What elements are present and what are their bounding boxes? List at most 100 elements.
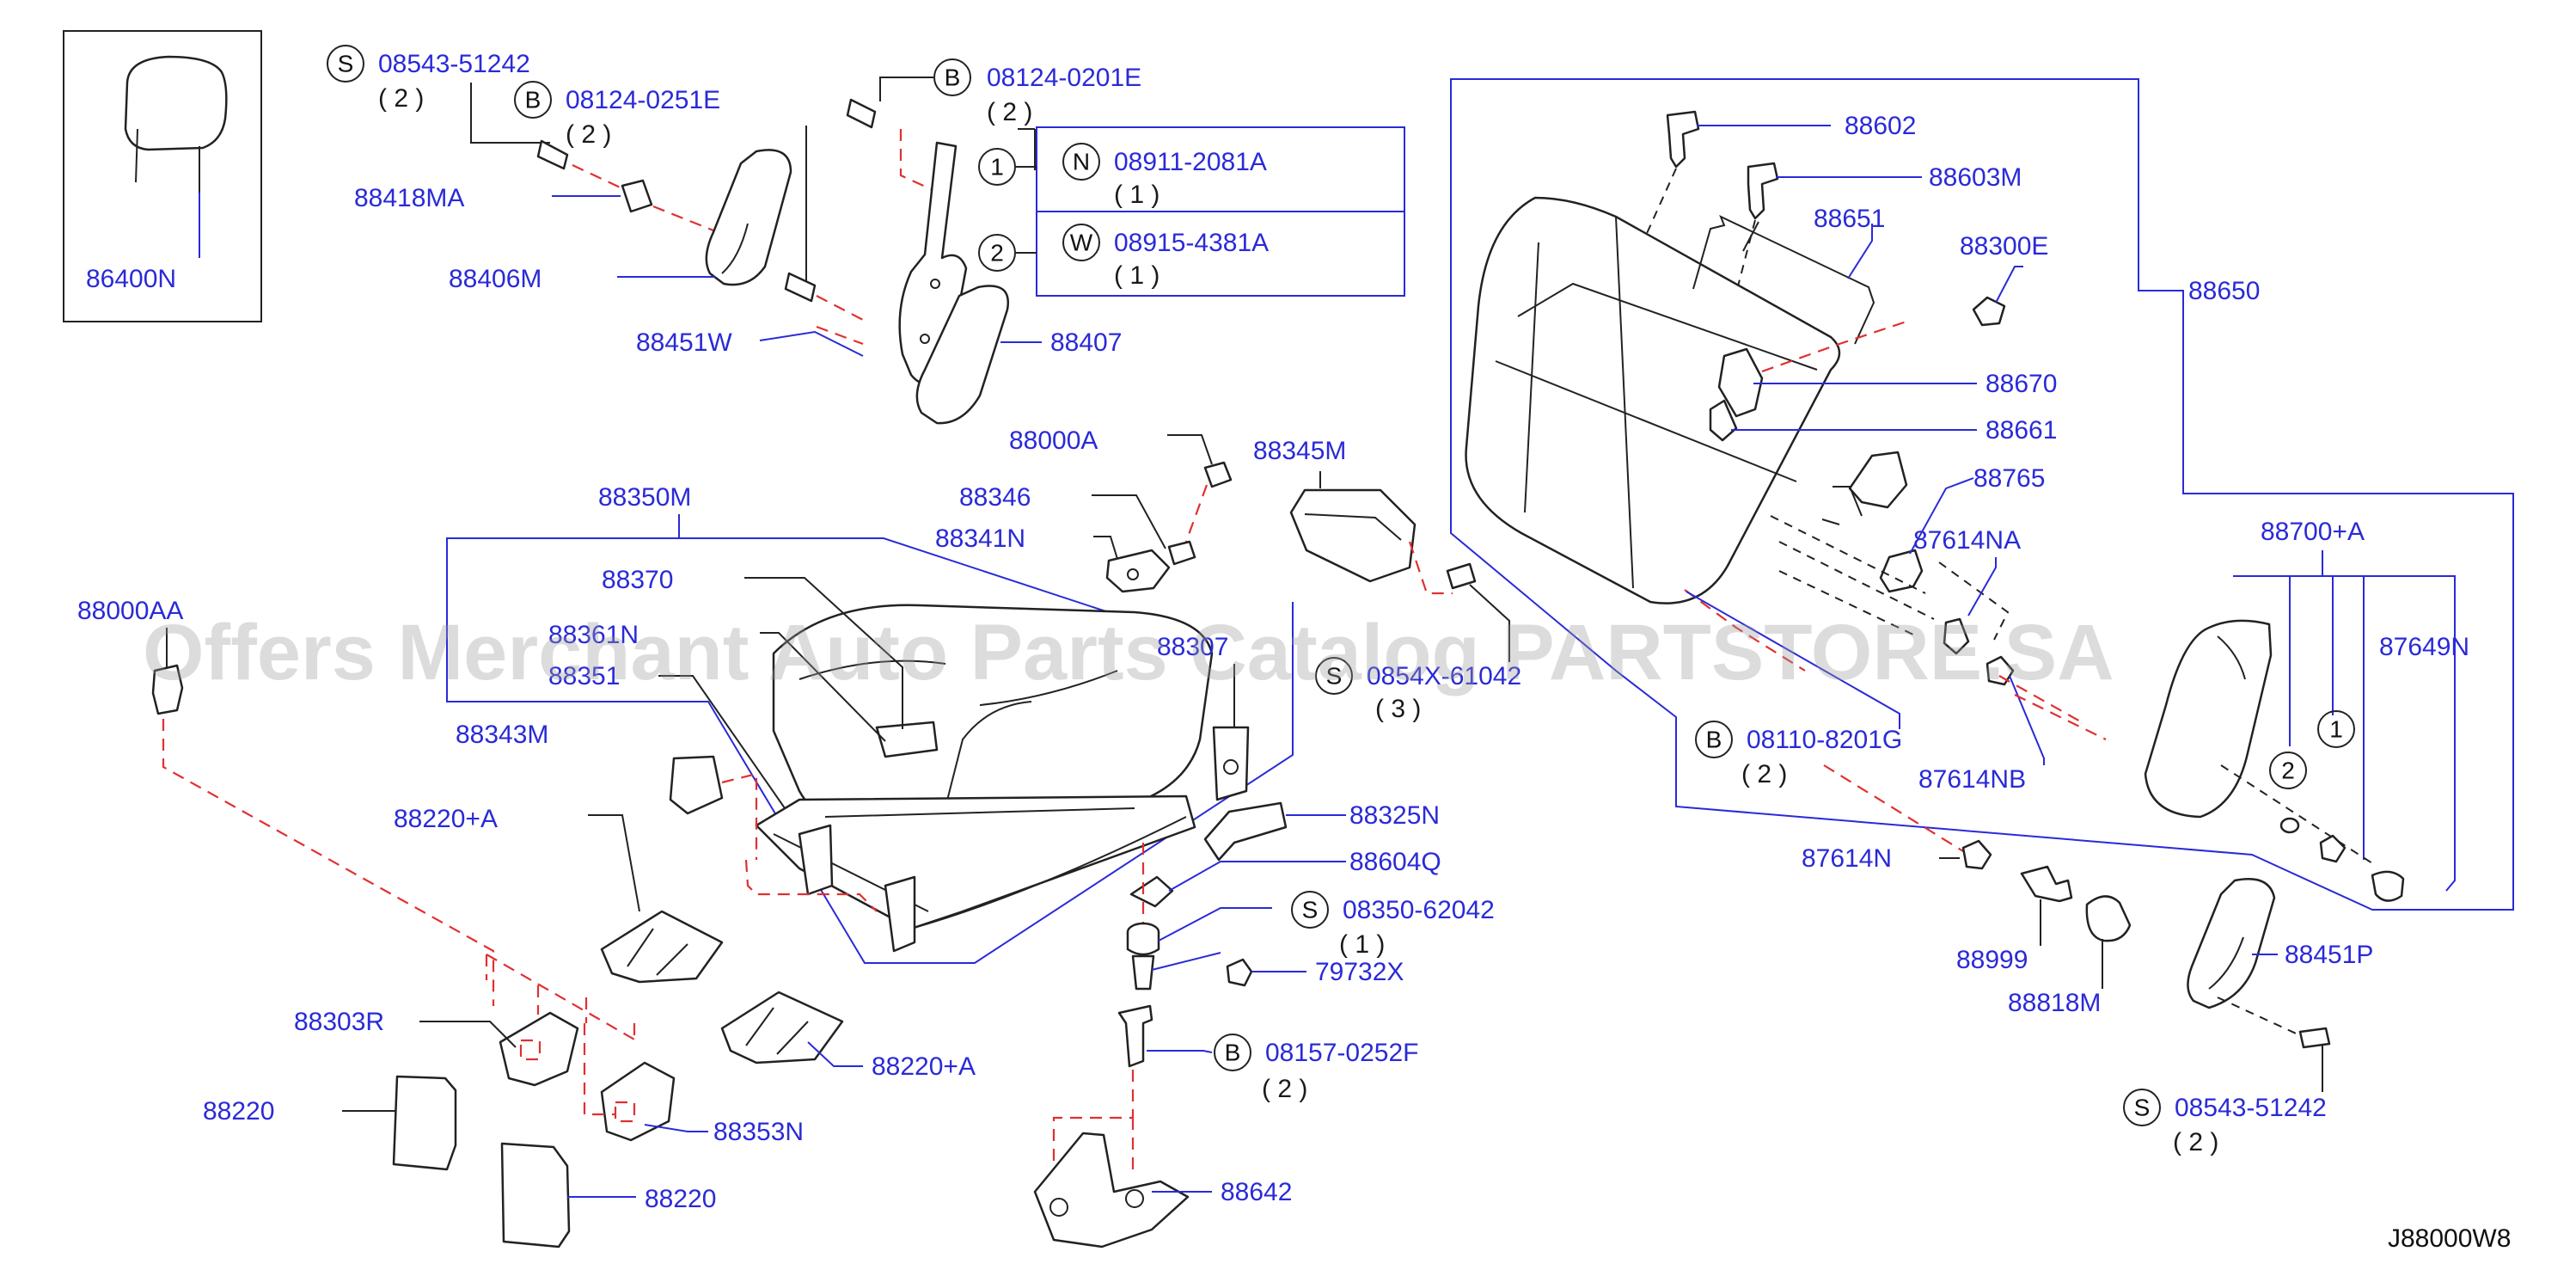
bracket-upper-part[interactable] <box>1848 451 1908 509</box>
part-b-0252[interactable]: 08157-0252F <box>1265 1039 1418 1067</box>
strap-88670-part[interactable] <box>1717 347 1764 418</box>
label-86400N[interactable]: 86400N <box>86 265 176 293</box>
label-88325N[interactable]: 88325N <box>1349 801 1440 830</box>
part-n-2081[interactable]: 08911-2081A <box>1114 148 1267 176</box>
label-88661[interactable]: 88661 <box>1986 416 2057 445</box>
knob-part[interactable] <box>2371 870 2405 902</box>
label-88604Q[interactable]: 88604Q <box>1349 848 1441 876</box>
bracket-88220A-1-part[interactable] <box>600 910 724 984</box>
label-88370[interactable]: 88370 <box>602 566 673 594</box>
label-88451P[interactable]: 88451P <box>2285 941 2373 969</box>
leg-right[interactable] <box>884 875 916 953</box>
label-88650[interactable]: 88650 <box>2188 277 2260 305</box>
bracket-88353N-part[interactable] <box>600 1061 676 1142</box>
grommet-88300E-part[interactable] <box>1972 296 2006 327</box>
cover-88406M-part[interactable] <box>705 149 792 286</box>
part-w-4381[interactable]: 08915-4381A <box>1114 229 1269 257</box>
part-s-62042[interactable]: 08350-62042 <box>1343 896 1495 924</box>
leg-left[interactable] <box>798 824 834 896</box>
nut-lever-part[interactable] <box>2319 834 2347 863</box>
bolt-88000AA[interactable] <box>151 664 184 715</box>
label-88818M[interactable]: 88818M <box>2008 989 2101 1017</box>
label-88642[interactable]: 88642 <box>1221 1178 1292 1206</box>
part-s-top[interactable]: 08543-51242 <box>378 50 530 78</box>
belt-88325N-part[interactable] <box>1203 801 1288 862</box>
washer-part[interactable] <box>2279 817 2300 834</box>
label-88220A-2[interactable]: 88220+A <box>872 1052 976 1081</box>
part-b-0201[interactable]: 08124-0201E <box>987 64 1141 92</box>
label-88700A[interactable]: 88700+A <box>2261 518 2365 546</box>
label-88300E[interactable]: 88300E <box>1960 232 2048 261</box>
label-88220-2[interactable]: 88220 <box>645 1185 716 1213</box>
label-87649N[interactable]: 87649N <box>2379 633 2469 661</box>
nut-88346[interactable] <box>1167 540 1196 566</box>
label-79732X[interactable]: 79732X <box>1315 958 1404 986</box>
label-88343M[interactable]: 88343M <box>456 721 548 749</box>
nut-87614NB-part[interactable] <box>1986 655 2015 686</box>
part-s-bottom[interactable]: 08543-51242 <box>2175 1094 2327 1122</box>
cover-88220-1-part[interactable] <box>392 1075 457 1171</box>
headrest-part[interactable] <box>124 55 228 151</box>
bolt-mid[interactable] <box>1446 562 1477 590</box>
label-88670[interactable]: 88670 <box>1986 370 2057 398</box>
label-88341N[interactable]: 88341N <box>935 525 1025 553</box>
label-88307[interactable]: 88307 <box>1157 633 1228 661</box>
pad-88370-part[interactable] <box>875 721 939 758</box>
bolt-08124-0201E[interactable] <box>846 98 877 129</box>
label-88418MA[interactable]: 88418MA <box>354 184 464 212</box>
label-88999[interactable]: 88999 <box>1956 946 2028 974</box>
label-88407[interactable]: 88407 <box>1050 328 1122 357</box>
bolt-08543[interactable] <box>536 139 569 170</box>
bolt-88000A[interactable] <box>1203 461 1233 488</box>
label-88220-1[interactable]: 88220 <box>203 1097 274 1126</box>
anchor-88642-part[interactable] <box>1033 1132 1190 1248</box>
label-87614NB[interactable]: 87614NB <box>1918 765 2026 794</box>
label-88406M[interactable]: 88406M <box>449 265 542 293</box>
label-88350M[interactable]: 88350M <box>598 483 691 512</box>
bracket-88307-part[interactable] <box>1212 726 1250 801</box>
label-87614NA[interactable]: 87614NA <box>1913 526 2021 555</box>
part-s-mid[interactable]: 0854Х-61042 <box>1367 662 1521 690</box>
nut-87614N-part[interactable] <box>1961 839 1992 870</box>
bolt-08543-lower-part[interactable] <box>2298 1027 2331 1049</box>
pin-88603M-part[interactable] <box>1747 162 1779 220</box>
label-88351[interactable]: 88351 <box>548 662 620 690</box>
cover-88220-2-part[interactable] <box>500 1142 571 1248</box>
label-88603M[interactable]: 88603M <box>1929 163 2022 192</box>
label-88346[interactable]: 88346 <box>959 483 1031 512</box>
label-88451W[interactable]: 88451W <box>636 328 732 357</box>
bolt-88451W-part[interactable] <box>784 272 817 303</box>
label-87614N[interactable]: 87614N <box>1802 844 1892 873</box>
seatback-88650-part[interactable] <box>1465 196 1841 604</box>
clip-79732X-part[interactable] <box>1226 958 1253 987</box>
bracket-88451P-part[interactable] <box>2187 878 2276 1009</box>
label-88220A-1[interactable]: 88220+A <box>394 805 498 833</box>
label-88000AA[interactable]: 88000AA <box>77 597 183 625</box>
cover-88345M-part[interactable] <box>1289 488 1416 583</box>
bracket-88220A-2-part[interactable] <box>720 991 844 1064</box>
clip-87614NA-part[interactable] <box>1943 617 1970 655</box>
pin-88602-part[interactable] <box>1666 110 1700 169</box>
plate-88341N[interactable] <box>1105 549 1171 593</box>
screw-part[interactable] <box>1131 954 1155 991</box>
bolt-88999-part[interactable] <box>2020 865 2073 903</box>
label-88651[interactable]: 88651 <box>1814 205 1885 233</box>
cover-88407-part[interactable] <box>915 285 1010 425</box>
clip-88604Q-part[interactable] <box>1129 875 1174 908</box>
label-88602[interactable]: 88602 <box>1845 112 1916 140</box>
label-88353N[interactable]: 88353N <box>713 1118 804 1146</box>
label-88361N[interactable]: 88361N <box>548 621 639 649</box>
label-88345M[interactable]: 88345M <box>1253 437 1346 465</box>
cap-88818M-part[interactable] <box>2085 895 2132 942</box>
clip-88661-part[interactable] <box>1709 399 1738 442</box>
label-88000A[interactable]: 88000A <box>1009 426 1098 455</box>
lever-88700A-part[interactable] <box>2144 619 2273 819</box>
pad-88343M-part[interactable] <box>669 755 724 815</box>
bolt-08157-part[interactable] <box>1117 1004 1153 1068</box>
clip-88418MA-part[interactable] <box>621 179 653 213</box>
label-88303R[interactable]: 88303R <box>294 1008 384 1036</box>
part-b-0251[interactable]: 08124-0251E <box>566 86 720 114</box>
part-b-8201[interactable]: 08110-8201G <box>1747 726 1902 754</box>
lock-88765-part[interactable] <box>1879 549 1924 593</box>
label-88765[interactable]: 88765 <box>1973 464 2045 493</box>
